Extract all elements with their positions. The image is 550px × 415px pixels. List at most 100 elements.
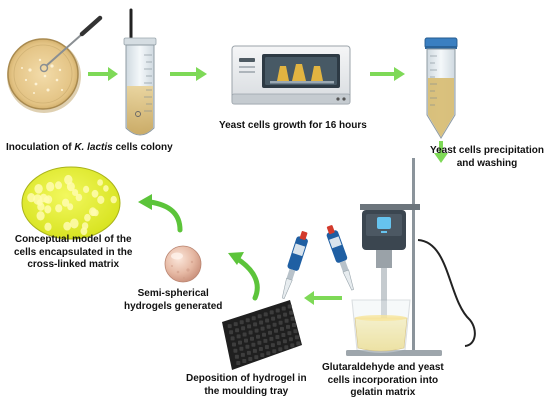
encapsulated-cell [43,196,50,204]
tray-well [257,340,262,345]
label-incorporation-line1: Glutaraldehyde and yeast [322,362,444,373]
tray-well [263,312,268,317]
tray-well [288,337,293,342]
tray-well [270,343,275,348]
label-hydrogels-line1: Semi-spherical [137,288,209,299]
tray-well [264,345,269,349]
encapsulated-cell [62,198,70,207]
label-model-line2: cells encapsulated in the [14,246,133,258]
label-deposition-line1: Deposition of hydrogel in [186,373,307,384]
tray-well [260,353,265,358]
encapsulated-cells [27,174,117,236]
tray-well [271,316,276,321]
tray-well [236,361,241,365]
tray-well [245,344,250,349]
tray-well [292,323,296,327]
tray-well [290,316,295,321]
tray-well [258,347,263,351]
label-deposition-line2: the moulding tray [204,385,289,397]
tray-well [281,306,286,311]
tray-well [248,330,253,335]
arrow-left [304,291,342,305]
encapsulated-cell [36,211,45,221]
tray-well [287,331,292,336]
tray-well [284,345,289,350]
label-precipitation-line1: Yeast cells precipitation [430,145,544,156]
arrow-down [434,141,448,163]
label-hydrogels-line2: hydrogels generated [124,300,223,312]
encapsulated-cell [72,189,79,196]
tray-well [275,308,280,313]
tray-well [254,328,259,333]
tray-well [277,314,282,319]
tray-well [242,332,247,337]
tray-well [283,312,288,317]
tray-well [265,318,270,323]
tray-well [262,332,266,337]
tray-well [268,330,272,335]
arrow-right-2 [170,67,207,81]
encapsulation-model-icon [21,166,121,240]
tray-well [245,318,250,323]
pipette-icon-1 [281,231,308,299]
tray-well [294,335,299,340]
culture-tube-icon [123,8,157,136]
tray-well [272,322,277,327]
tray-well [274,328,278,333]
tray-well [286,324,290,329]
tray-well [281,333,286,337]
tray-well [282,339,287,344]
encapsulated-cell [97,179,103,186]
encapsulated-cell [44,222,52,231]
tray-well [269,310,274,315]
label-model-line3: cross-linked matrix [27,259,120,270]
encapsulated-cell [34,184,43,194]
tray-well [259,320,264,325]
tray-well [287,304,292,309]
encapsulated-cell [75,193,83,202]
tray-well [280,326,284,331]
encapsulated-cell [83,185,90,193]
tray-well [290,343,295,348]
encapsulated-cell [63,221,72,231]
tray-well [266,324,271,329]
tray-well [248,357,253,361]
encapsulated-cell [55,204,63,213]
tray-well [239,320,244,325]
encapsulated-cell [89,207,97,217]
tray-well [235,328,240,333]
label-hydrogels: Semi-spherical hydrogels generated [124,288,222,313]
tray-well [275,335,280,339]
tray-well [269,336,274,341]
tray-well [257,314,262,319]
tray-well [246,350,251,355]
tray-well [244,338,248,343]
encapsulated-cell [27,193,36,203]
label-precipitation: Yeast cells precipitation and washing [430,145,544,170]
encapsulated-cell [103,185,109,192]
tray-well [266,351,271,356]
tray-well [276,341,281,346]
tray-well [278,347,283,352]
encapsulated-cell [64,174,73,185]
tray-well [254,355,259,360]
arrow-right-3 [370,67,405,81]
tray-well [236,334,241,339]
tray-wells [227,304,301,365]
encapsulated-cell [97,195,105,204]
encapsulated-cell [84,213,91,222]
flow-arrows [88,67,448,305]
label-growth-text: Yeast cells growth for 16 hours [219,120,367,131]
tray-well [272,349,277,354]
tray-well [242,359,247,363]
tray-well [251,342,256,347]
tray-well [284,318,289,323]
encapsulated-cell [110,195,117,204]
encapsulated-cell [91,189,99,198]
tray-well [296,341,301,346]
encapsulated-cell [67,203,74,211]
label-growth: Yeast cells growth for 16 hours [219,120,367,133]
label-incorporation-line2: cells incorporation into [327,374,439,386]
label-model: Conceptual model of the cells encapsulat… [14,234,132,272]
